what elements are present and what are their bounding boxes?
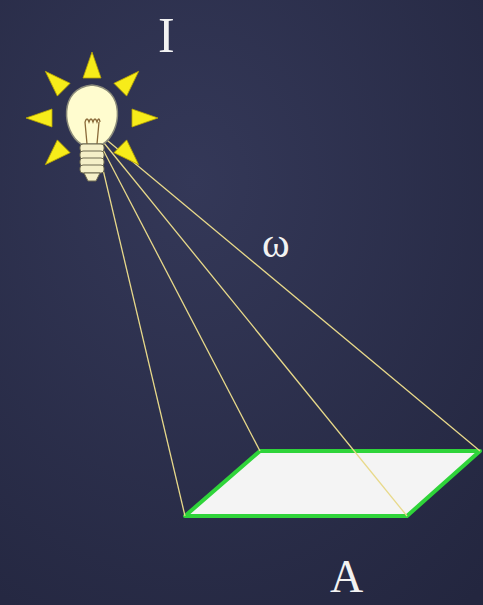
light-bulb	[26, 52, 158, 181]
ray-lines	[96, 136, 480, 516]
surface-patch	[185, 451, 480, 516]
symbol-label: ω	[262, 222, 290, 264]
symbol-label: I	[158, 10, 175, 60]
symbol-label: A	[330, 554, 363, 600]
